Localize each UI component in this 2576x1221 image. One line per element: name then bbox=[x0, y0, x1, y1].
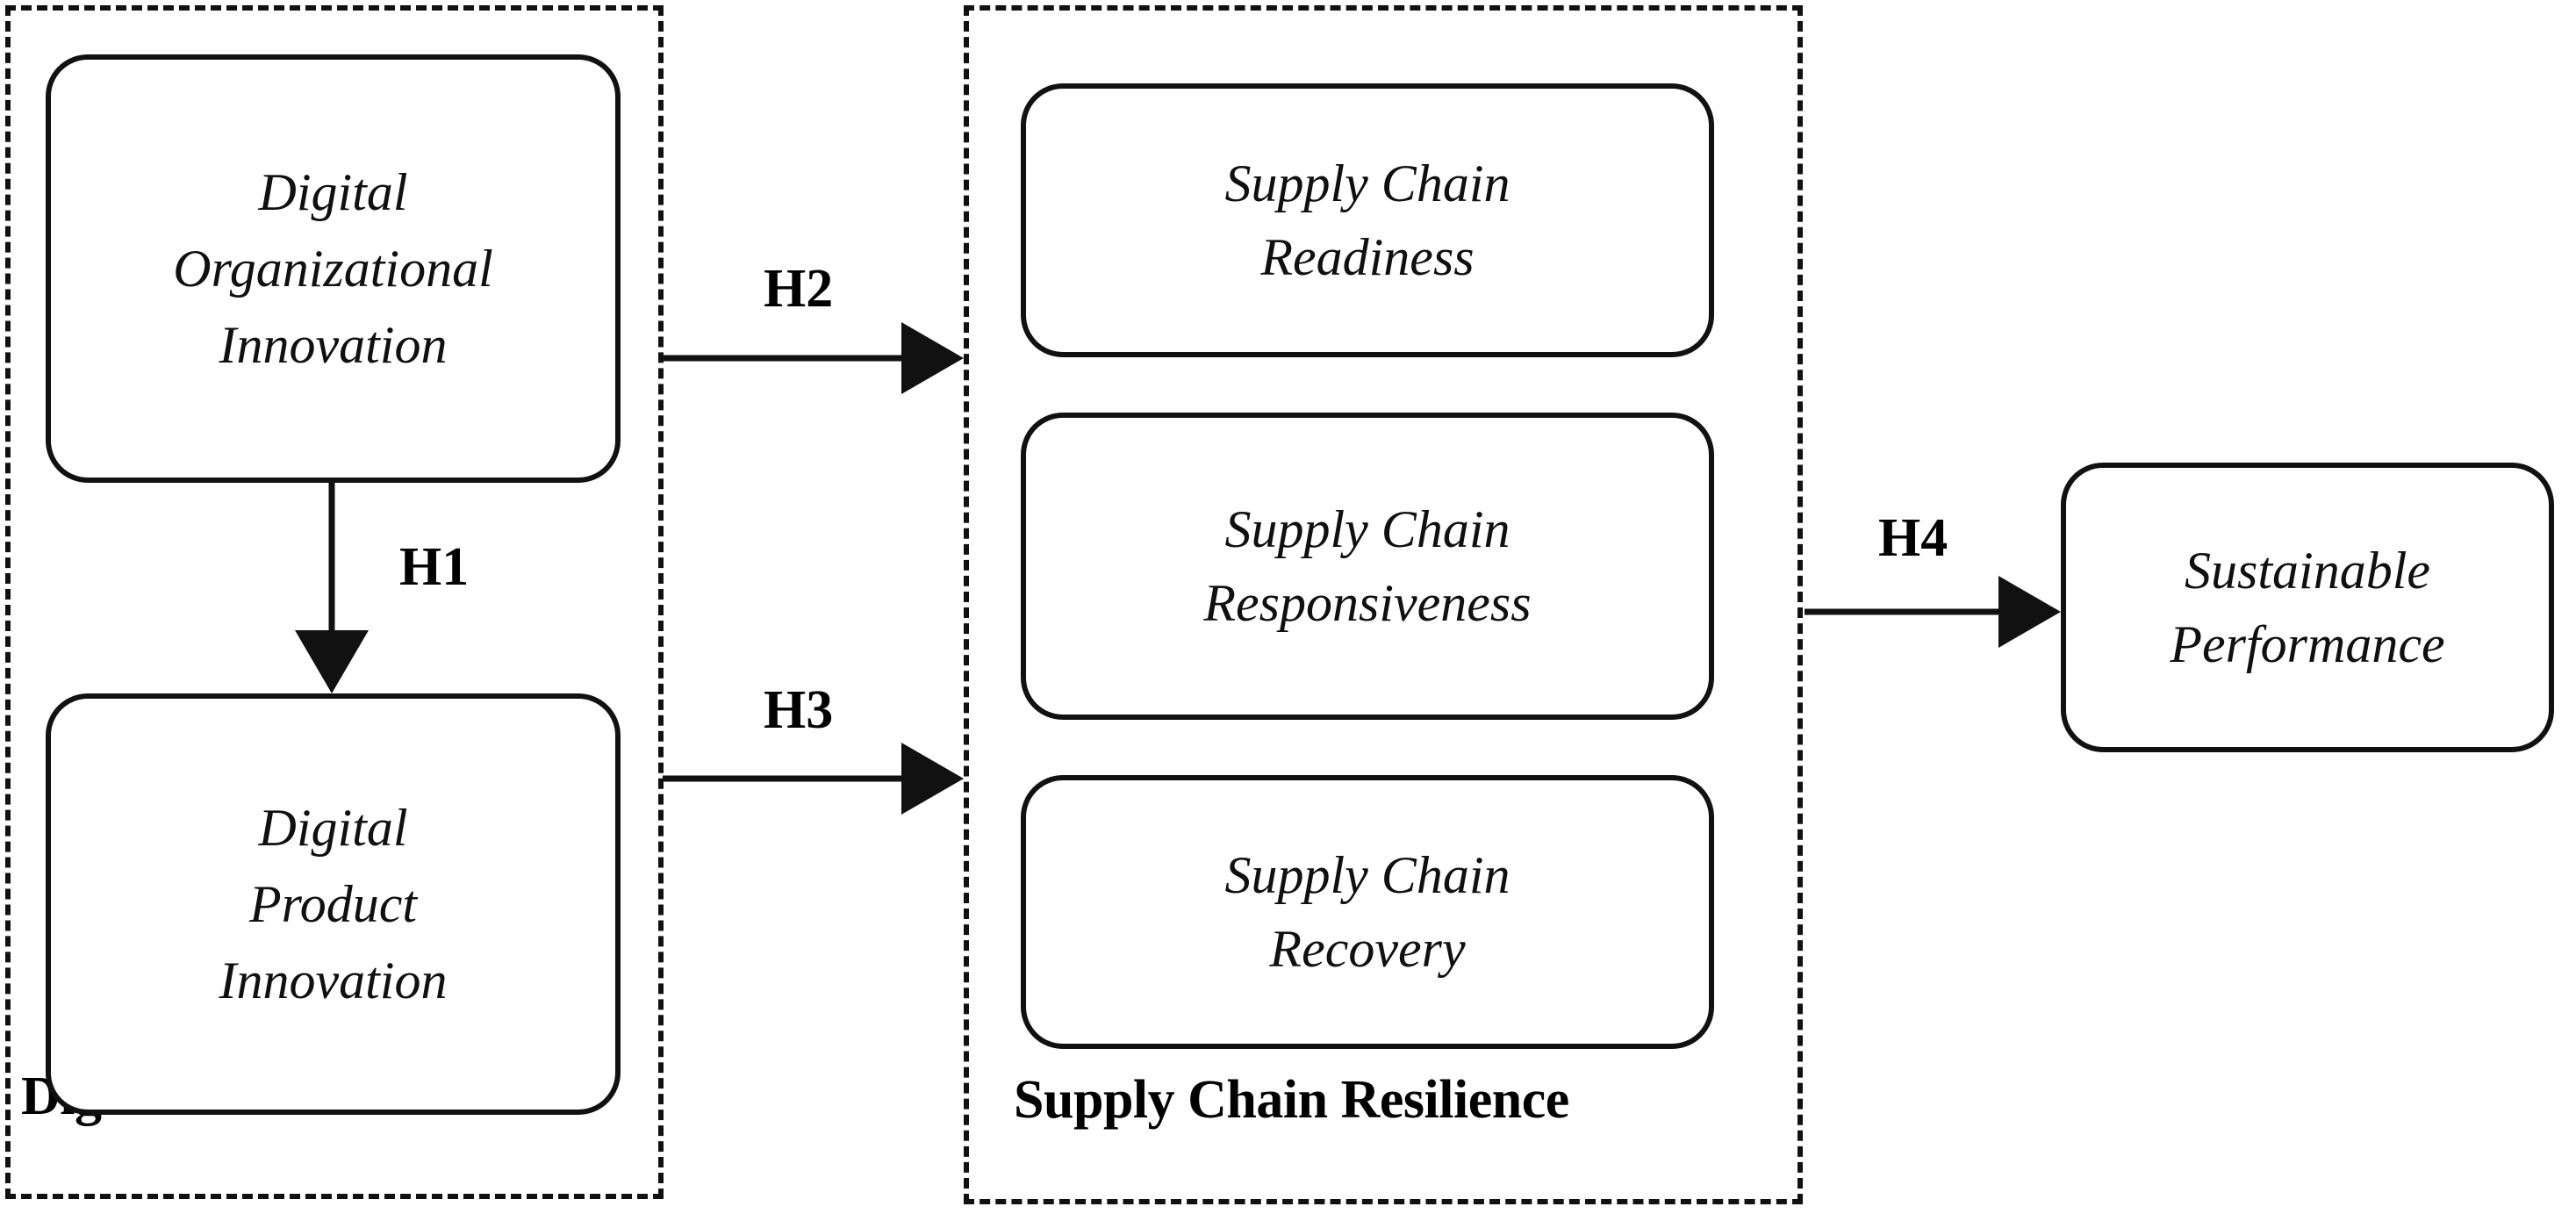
node-supply-chain-readiness[interactable]: Supply Chain Readiness bbox=[1021, 83, 1714, 357]
node-label-digital-product-innovation: Digital Product Innovation bbox=[219, 798, 448, 1009]
node-label-supply-chain-recovery: Supply Chain Recovery bbox=[1224, 846, 1510, 978]
node-label-digital-organizational-innovation: Digital Organizational Innovation bbox=[173, 162, 493, 374]
hypothesis-label-h1: H1 bbox=[399, 537, 470, 597]
connector-h3 bbox=[663, 743, 964, 815]
hypothesis-label-h4: H4 bbox=[1878, 508, 1948, 568]
node-digital-organizational-innovation[interactable]: Digital Organizational Innovation bbox=[46, 54, 621, 483]
node-label-supply-chain-responsiveness: Supply Chain Responsiveness bbox=[1203, 500, 1532, 632]
node-supply-chain-recovery[interactable]: Supply Chain Recovery bbox=[1021, 775, 1714, 1049]
node-digital-product-innovation[interactable]: Digital Product Innovation bbox=[46, 693, 621, 1115]
connector-h1 bbox=[295, 481, 369, 693]
node-sustainable-performance[interactable]: Sustainable Performance bbox=[2061, 463, 2554, 752]
group-digital-innovation bbox=[5, 5, 664, 1199]
hypothesis-label-h2: H2 bbox=[764, 259, 834, 319]
node-label-supply-chain-readiness: Supply Chain Readiness bbox=[1224, 154, 1510, 286]
node-label-sustainable-performance: Sustainable Performance bbox=[2170, 542, 2445, 673]
group-label-supply-chain-resilience: Supply Chain Resilience bbox=[1014, 1070, 1569, 1130]
hypothesis-label-h3: H3 bbox=[764, 680, 834, 740]
connector-h2 bbox=[663, 322, 964, 394]
connector-h4 bbox=[1805, 576, 2061, 648]
group-supply-chain-resilience bbox=[964, 5, 1803, 1204]
node-supply-chain-responsiveness[interactable]: Supply Chain Responsiveness bbox=[1021, 413, 1714, 720]
